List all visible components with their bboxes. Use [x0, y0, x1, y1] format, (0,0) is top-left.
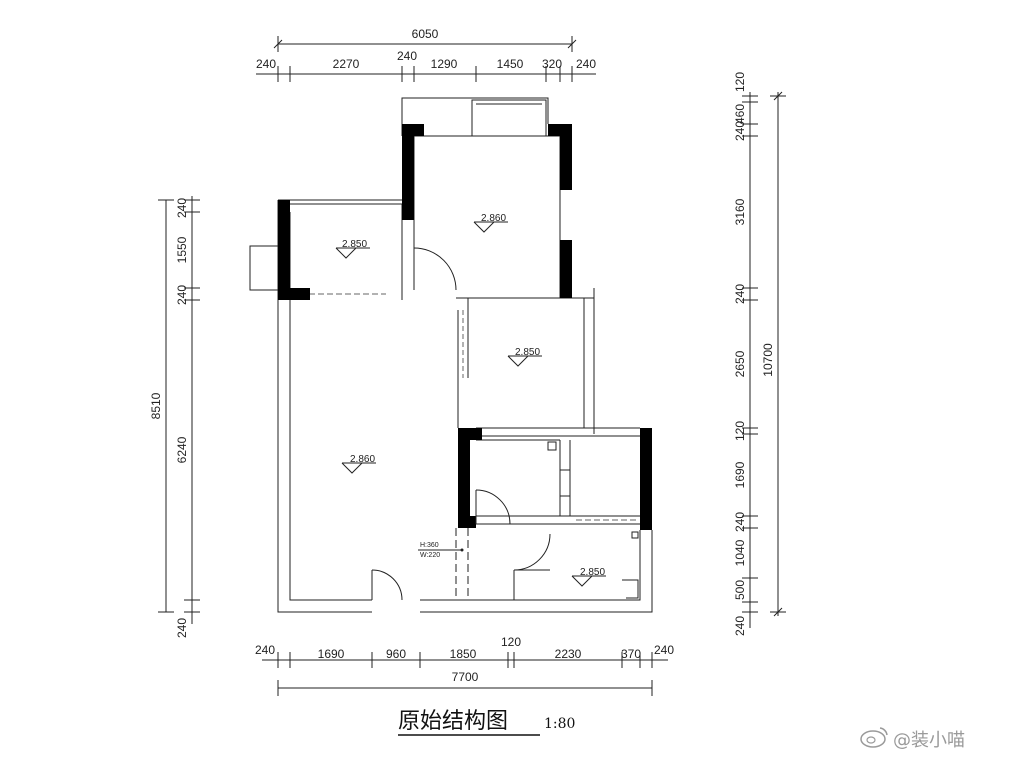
drawing-title-block: 原始结构图 1:80	[398, 709, 575, 736]
weibo-icon	[860, 727, 888, 748]
right-dimension-chain: 120 460 240 3160 240 2650 120 1690 240 1…	[733, 72, 786, 636]
bottom-dim-5: 120	[501, 635, 521, 649]
right-dim-5: 240	[733, 284, 747, 304]
left-dimension-chain: 8510 240 1550 240 6240 240	[149, 196, 200, 638]
right-dim-7: 120	[733, 421, 747, 441]
level-marker-living-room: 2.860	[341, 454, 376, 474]
level-marker-lower-room: 2.850	[571, 567, 606, 587]
left-dim-2: 1550	[175, 236, 189, 263]
right-dim-12: 240	[733, 616, 747, 636]
bottom-total-dim: 7700	[452, 670, 479, 684]
left-dim-4: 6240	[175, 436, 189, 463]
bottom-dim-8: 240	[654, 643, 674, 657]
bottom-dim-7: 370	[621, 647, 641, 661]
level-marker-upper-bedroom: 2.860	[473, 213, 508, 233]
left-dim-1: 240	[175, 198, 189, 218]
top-dim-4: 1290	[431, 57, 458, 71]
top-dim-2: 2270	[333, 57, 360, 71]
level-text: 2.850	[515, 347, 540, 358]
right-dim-9: 240	[733, 512, 747, 532]
left-dim-3: 240	[175, 285, 189, 305]
right-dim-2: 460	[733, 104, 747, 124]
drawing-scale: 1:80	[544, 716, 575, 732]
right-dim-1: 120	[733, 72, 747, 92]
bottom-dim-6: 2230	[555, 647, 582, 661]
right-dim-10: 1040	[733, 539, 747, 566]
top-dim-5: 1450	[497, 57, 524, 71]
level-text: 2.860	[350, 454, 375, 465]
right-dim-8: 1690	[733, 461, 747, 488]
drawing-title: 原始结构图	[398, 709, 508, 734]
opening-width: W:220	[420, 552, 440, 559]
bottom-dim-3: 960	[386, 647, 406, 661]
level-marker-small-room: 2.850	[335, 239, 370, 259]
level-text: 2.850	[342, 239, 367, 250]
level-marker-mid-room: 2.850	[507, 347, 542, 367]
wall-outline	[249, 97, 653, 613]
top-dim-1: 240	[256, 57, 276, 71]
left-total-dim: 8510	[149, 392, 163, 419]
bottom-dim-2: 1690	[318, 647, 345, 661]
top-total-dim: 6050	[412, 27, 439, 41]
right-dim-11: 500	[733, 580, 747, 600]
watermark: @装小喵	[860, 727, 965, 751]
right-dim-6: 2650	[733, 350, 747, 377]
door-swings	[371, 247, 551, 601]
level-text: 2.850	[580, 567, 605, 578]
left-dim-5: 240	[175, 618, 189, 638]
right-dim-3: 240	[733, 121, 747, 141]
watermark-text: @装小喵	[893, 730, 965, 751]
structural-walls	[278, 124, 652, 530]
opening-height: H:360	[420, 542, 439, 549]
top-dim-7: 240	[576, 57, 596, 71]
opening-note: H:360 W:220	[418, 542, 464, 559]
right-total-dim: 10700	[761, 343, 775, 377]
bottom-dimension-chain: 240 1690 960 1850 120 2230 370 240 7700	[255, 635, 674, 696]
bottom-dim-1: 240	[255, 643, 275, 657]
right-dim-4: 3160	[733, 198, 747, 225]
bottom-dim-4: 1850	[450, 647, 477, 661]
level-text: 2.860	[481, 213, 506, 224]
top-dim-6: 320	[542, 57, 562, 71]
top-dim-3: 240	[397, 49, 417, 63]
top-dimension-chain: 6050 240 2270 240 1290 1450 320 240	[256, 27, 596, 82]
